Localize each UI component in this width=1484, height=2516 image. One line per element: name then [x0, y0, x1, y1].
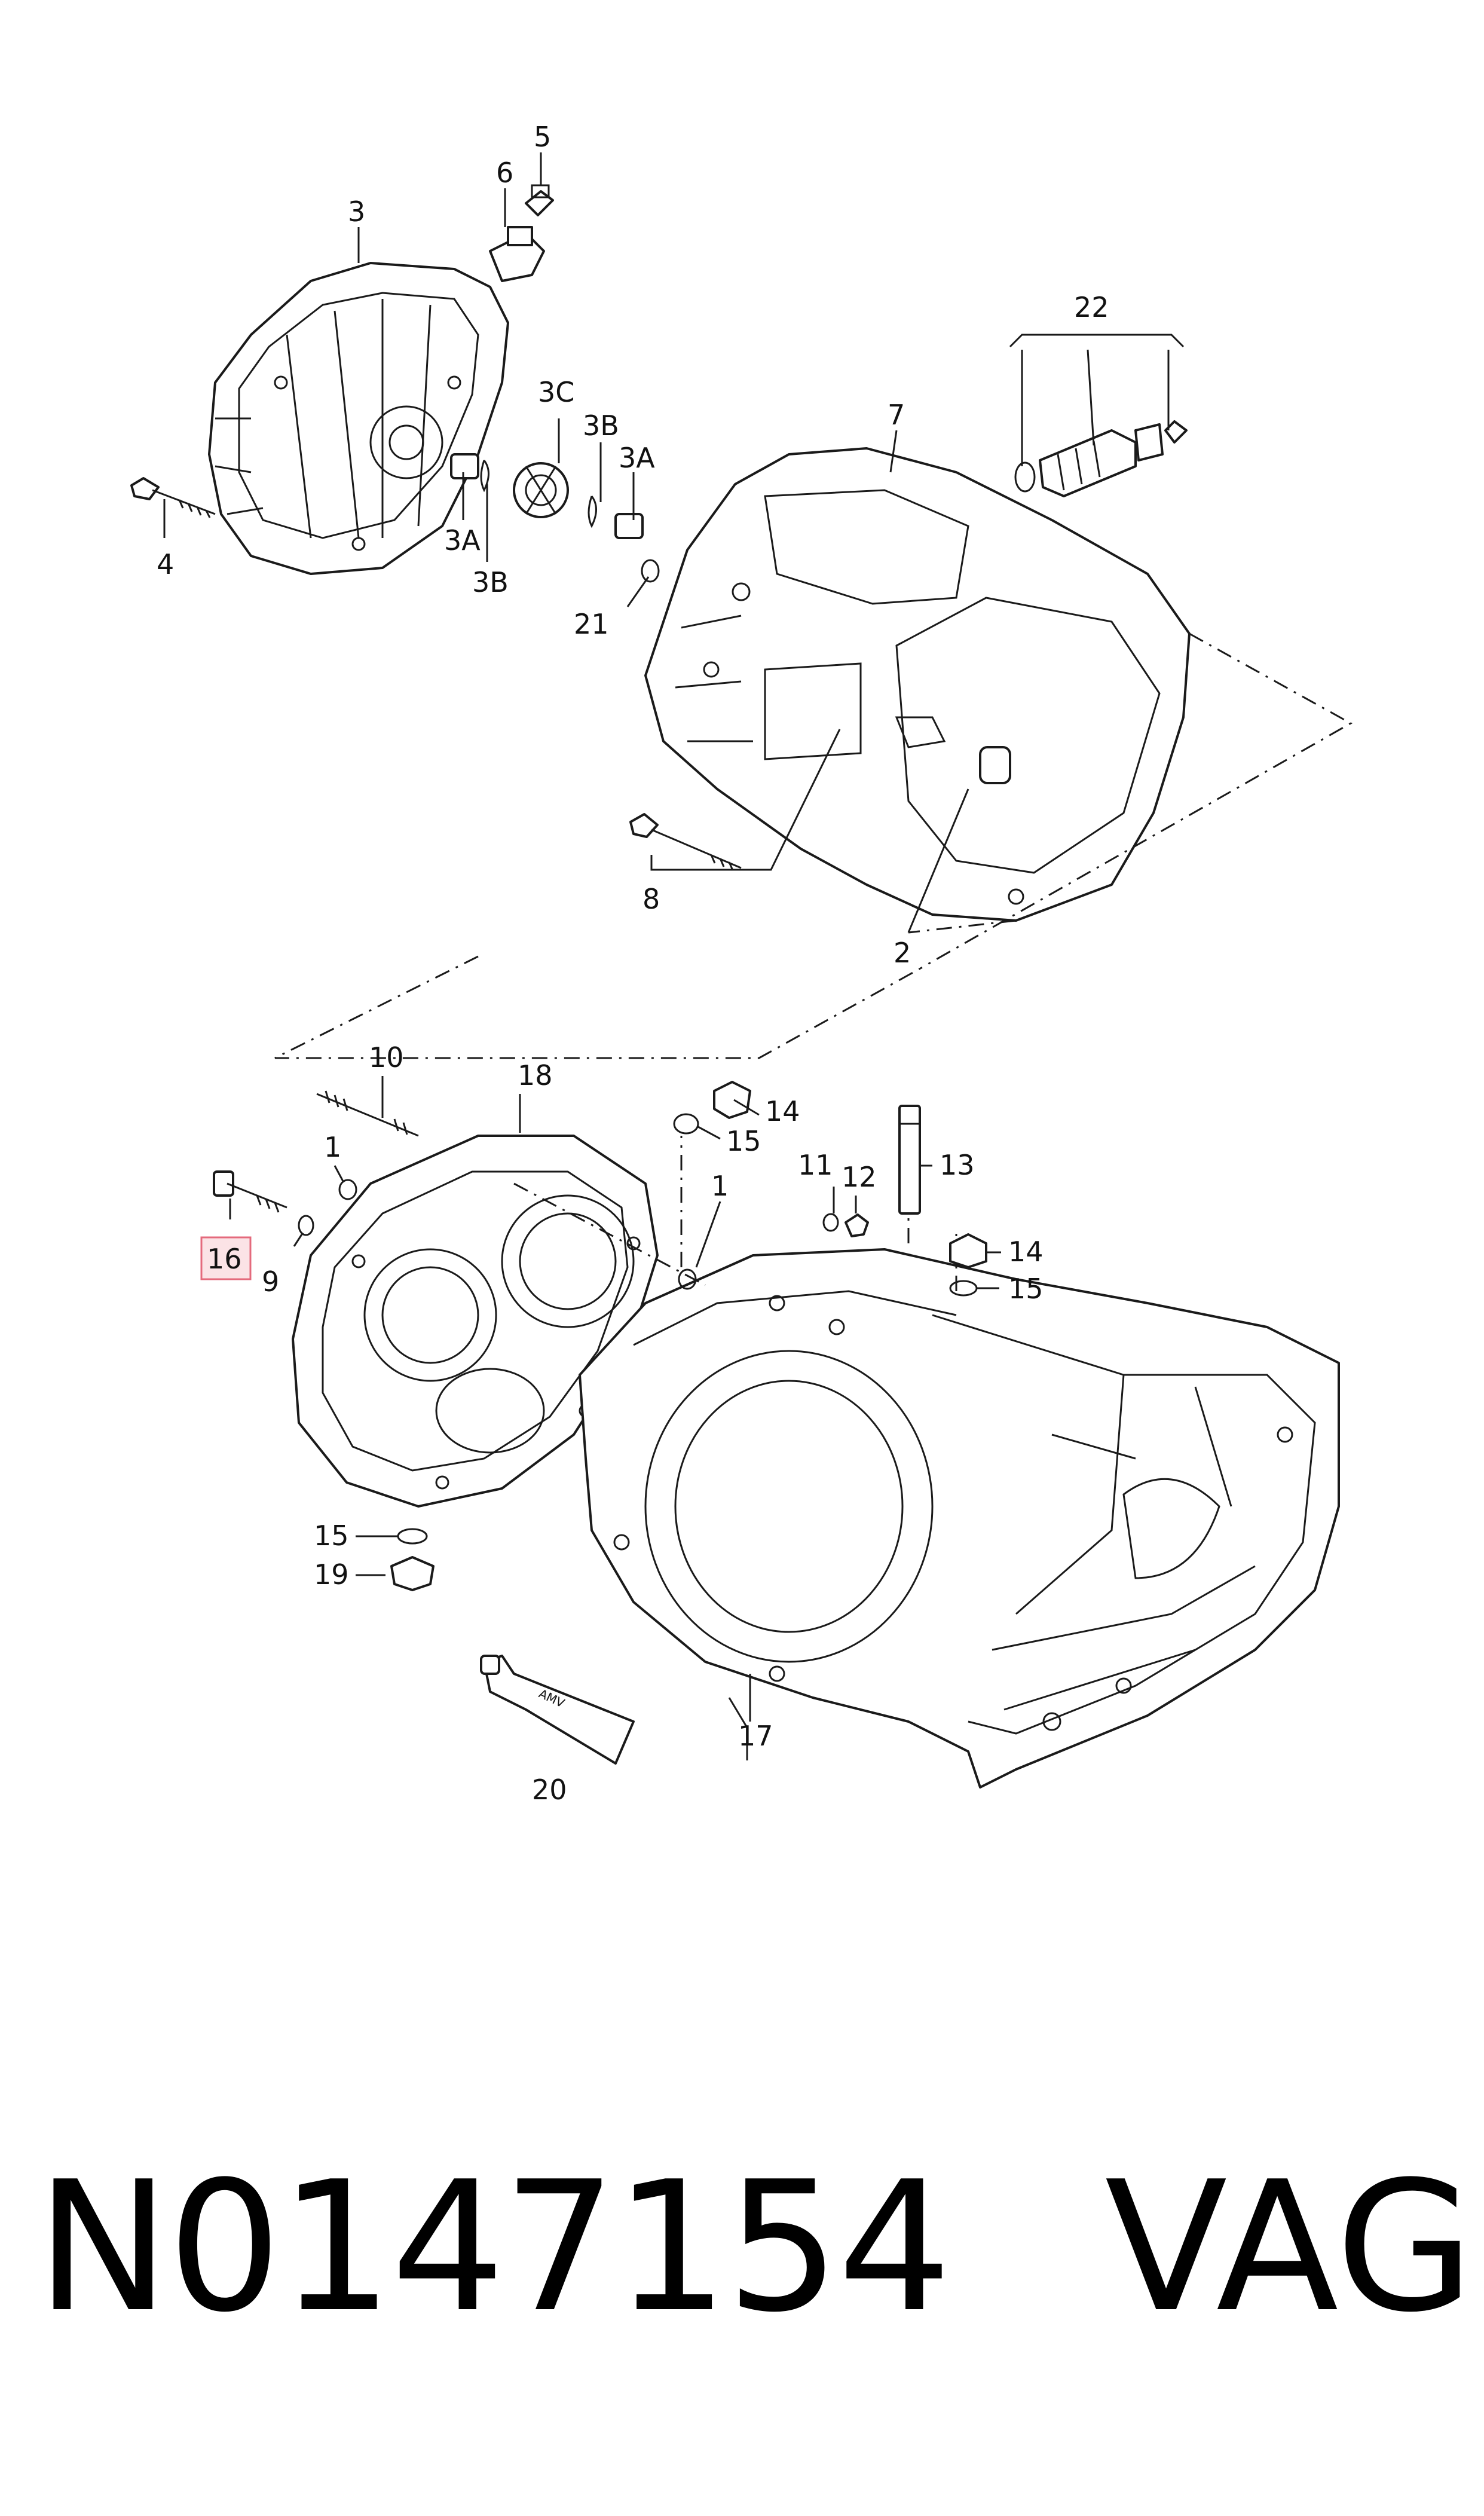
gear-part-3c: [513, 462, 569, 518]
callout-3: 3: [348, 195, 365, 228]
callout-13: 13: [940, 1149, 975, 1181]
callout-14-top: 14: [765, 1095, 800, 1127]
callout-2: 2: [894, 937, 911, 969]
callout-8: 8: [642, 883, 660, 915]
callout-3b-bottom: 3B: [472, 566, 509, 598]
dowel-part-1a: [338, 1179, 357, 1200]
guide-line-lower: [513, 1136, 957, 1291]
callout-9: 9: [262, 1265, 279, 1298]
bolt-part-4: [130, 477, 216, 518]
part-number: N0147154: [36, 2143, 951, 2352]
circlip-part-3b-right: [588, 496, 597, 528]
plug-part-19: [390, 1556, 435, 1591]
callout-3a-right: 3A: [619, 442, 655, 474]
seal-part-15-right: [949, 1280, 978, 1297]
nut-part-12: [844, 1213, 869, 1237]
callout-3b-top: 3B: [583, 409, 619, 442]
bearing-part-3a-left: [450, 453, 479, 479]
sensor-part-6: [489, 226, 545, 282]
exploded-parts-diagram: AMV 3 5 6 3C 3B 3A 3A 3B 21 4 7 22 8 2 1…: [130, 121, 1353, 1806]
callout-3c: 3C: [538, 376, 574, 408]
stud-part-10: [316, 1090, 419, 1137]
callout-1b: 1: [711, 1170, 729, 1202]
callout-5: 5: [534, 121, 551, 153]
washer-part-9: [298, 1215, 314, 1236]
seal-part-15-bottom: [397, 1528, 428, 1545]
callout-14-right: 14: [1008, 1236, 1044, 1268]
callout-19: 19: [314, 1558, 349, 1591]
bolt-part-5: [525, 184, 554, 216]
shift-unit-part-22: [1014, 420, 1188, 497]
stud-part-13: [898, 1105, 921, 1215]
callout-1a: 1: [324, 1131, 341, 1163]
callout-16: 16: [207, 1243, 242, 1275]
callout-20: 20: [532, 1774, 567, 1806]
o-ring-part-21: [641, 559, 660, 583]
callout-21: 21: [574, 608, 609, 640]
circlip-part-3b-left: [480, 460, 489, 493]
callout-18: 18: [518, 1059, 553, 1092]
callout-6: 6: [496, 157, 513, 189]
bolt-part-16: [213, 1170, 287, 1213]
end-plate-part-18: [292, 1135, 659, 1508]
gearbox-housing-part-17: [579, 1248, 1340, 1789]
sealant-tube-part-20: AMV: [480, 1655, 635, 1765]
seal-part-15-top: [673, 1113, 699, 1135]
callout-12: 12: [842, 1161, 877, 1193]
callout-3a-left: 3A: [444, 524, 481, 557]
callout-22: 22: [1074, 291, 1109, 323]
callout-4: 4: [157, 548, 174, 580]
dowel-part-1b: [678, 1268, 697, 1290]
callout-15-top: 15: [726, 1125, 761, 1157]
brand-name: VAG: [1104, 2143, 1474, 2352]
bearing-part-3a-right: [614, 513, 644, 539]
highlight-box-16: [200, 1236, 252, 1280]
bolt-part-8: [629, 813, 742, 871]
callout-11: 11: [798, 1149, 833, 1181]
part-footer: N0147154 VAG: [36, 2128, 1474, 2367]
callout-15-right: 15: [1008, 1273, 1044, 1305]
callout-17: 17: [738, 1720, 773, 1752]
gearbox-cover-part-3: [208, 262, 509, 575]
leader-lines: [163, 152, 1185, 1760]
callout-15-bottom: 15: [314, 1520, 349, 1552]
plug-part-14-top: [713, 1081, 751, 1119]
callout-7: 7: [888, 399, 905, 431]
washer-part-11: [822, 1213, 839, 1232]
transmission-housing-part-7: [644, 447, 1191, 922]
guide-line-upper: [908, 632, 1353, 970]
plug-part-14-right: [949, 1233, 987, 1268]
callout-10: 10: [369, 1041, 404, 1074]
